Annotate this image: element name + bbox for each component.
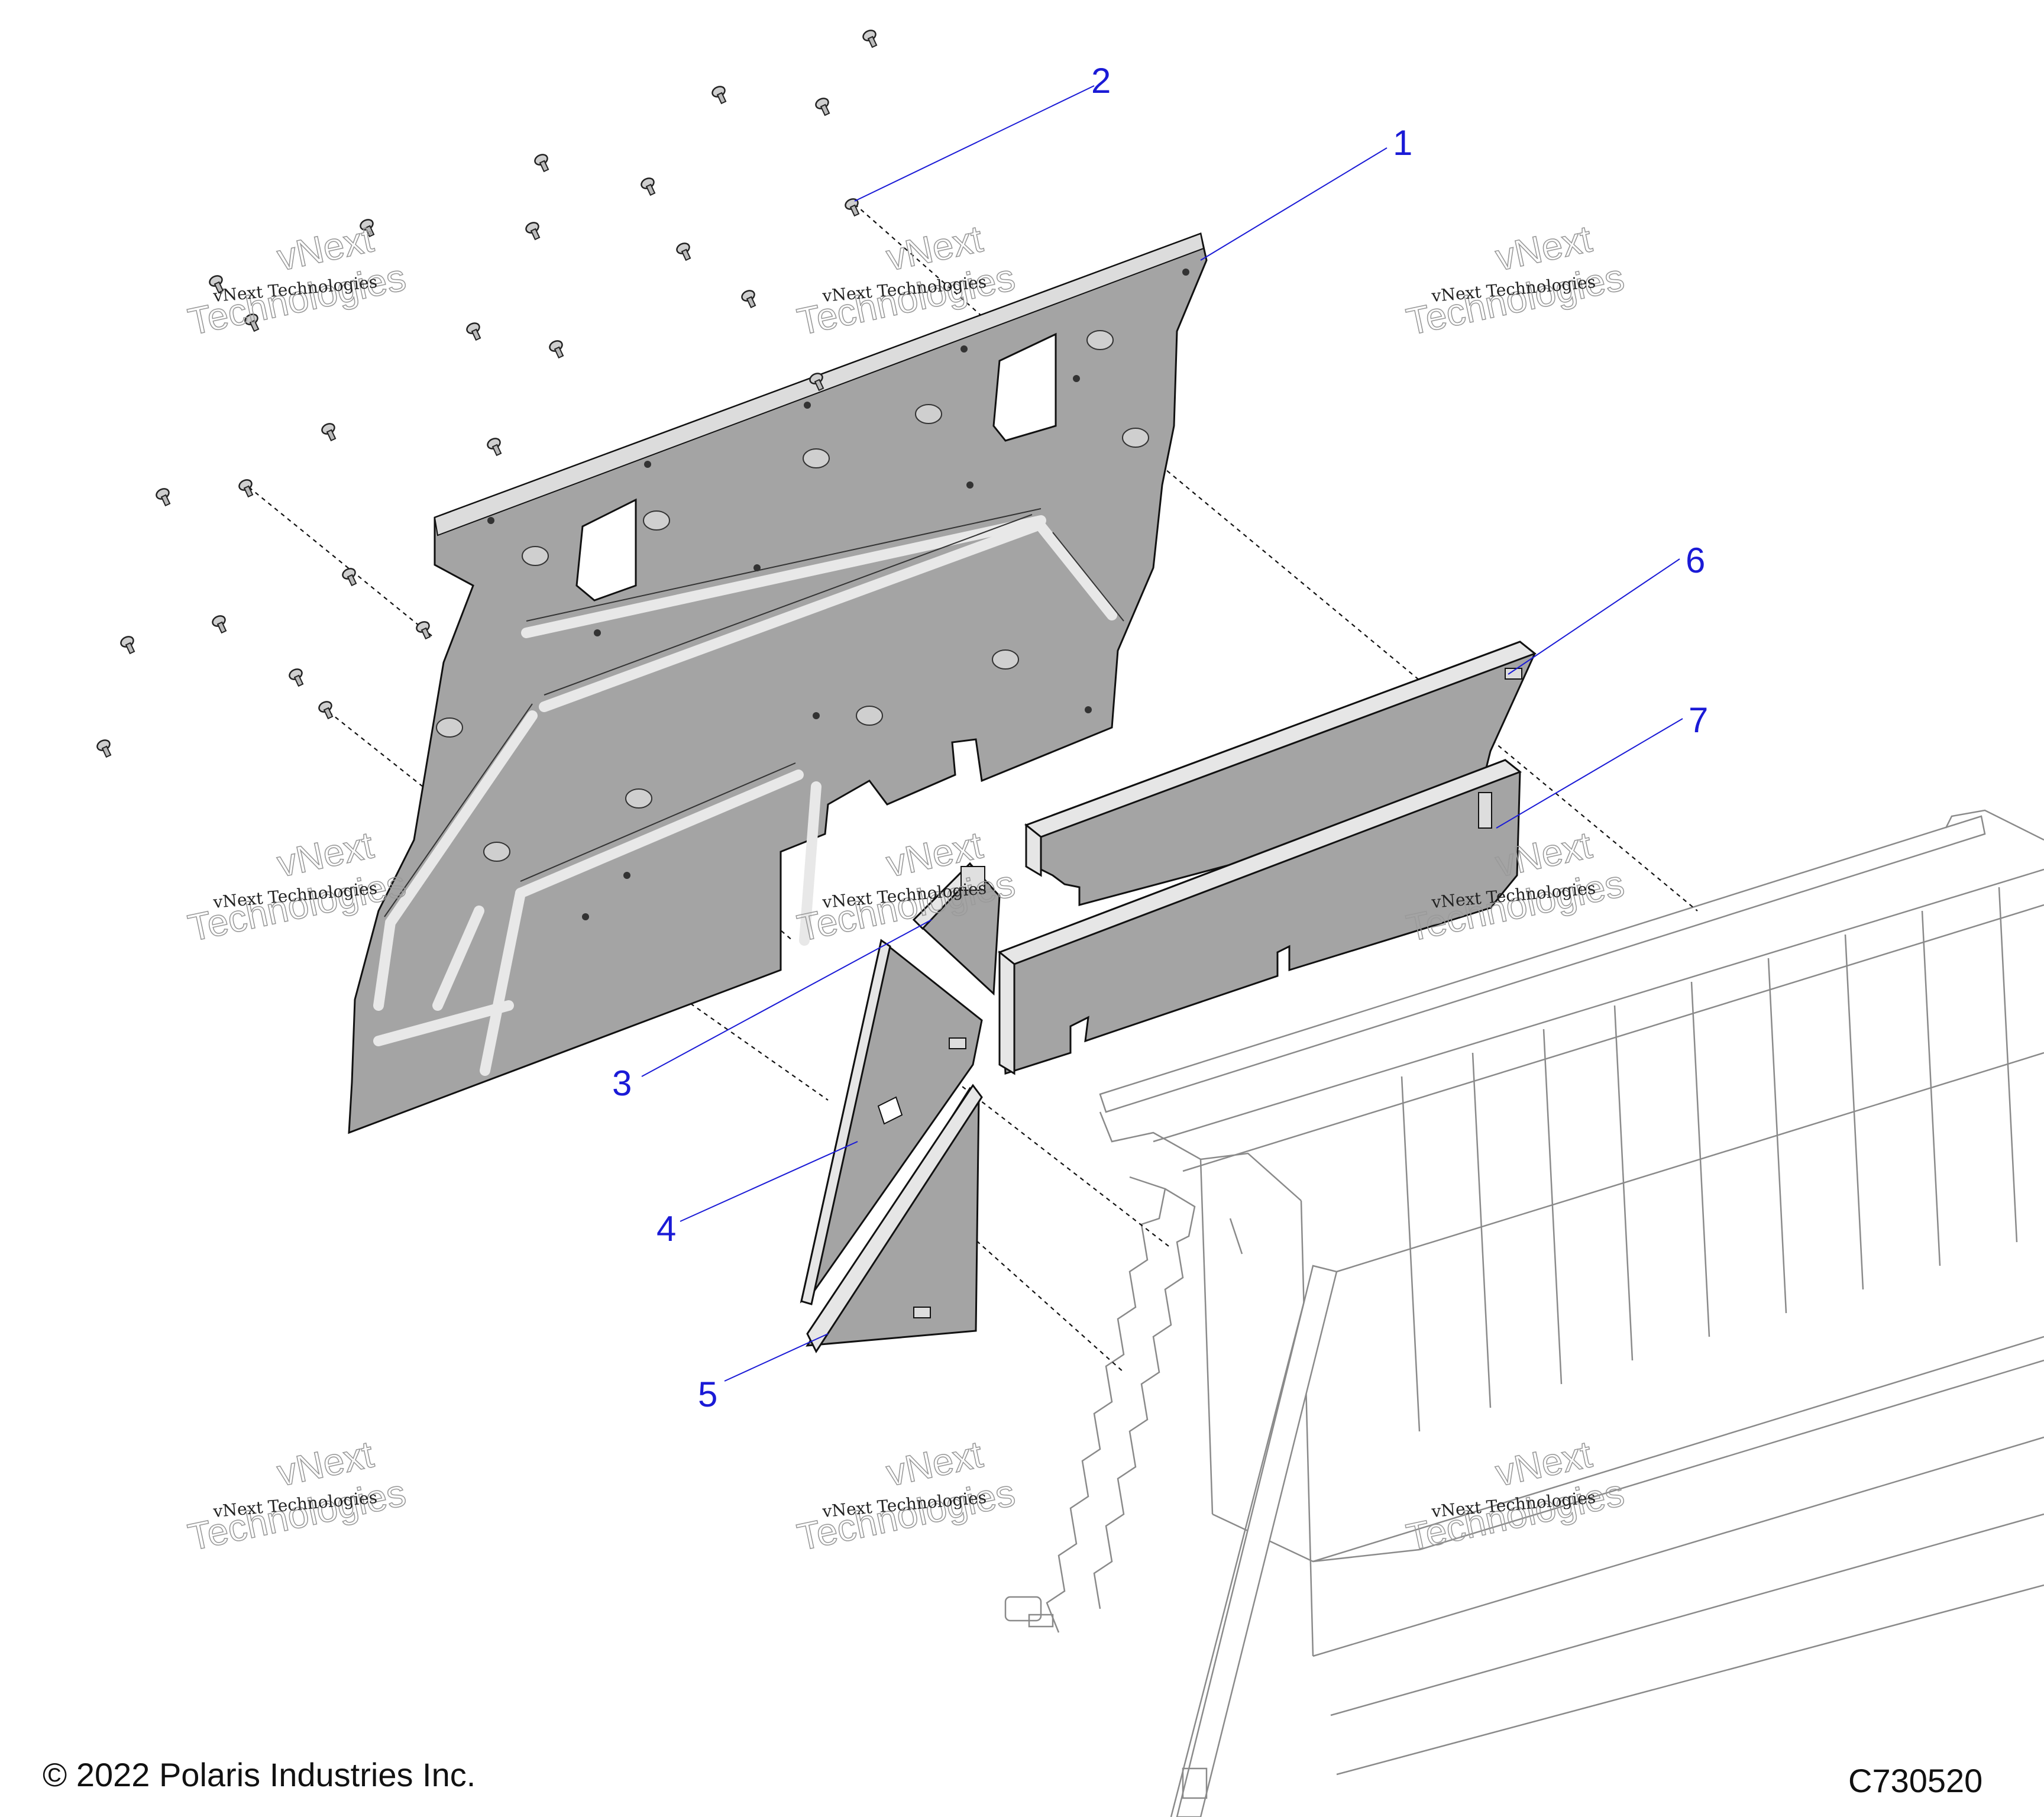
screw-icon xyxy=(209,275,224,294)
copyright-text: © 2022 Polaris Industries Inc. xyxy=(43,1756,476,1793)
part-7-pad xyxy=(998,759,1522,1075)
screw-icon xyxy=(815,98,830,117)
part-6-pad xyxy=(1024,641,1537,906)
part-2-screws xyxy=(96,30,878,758)
screw-icon xyxy=(342,568,357,587)
screw-icon xyxy=(525,222,541,241)
screw-icon xyxy=(96,739,112,758)
screw-icon xyxy=(289,668,304,687)
screw-icon xyxy=(416,621,431,640)
callout-1: 1 xyxy=(1393,123,1412,163)
screw-icon xyxy=(711,86,727,105)
part-5-pad xyxy=(806,1084,983,1354)
callout-5: 5 xyxy=(698,1375,717,1414)
callout-3: 3 xyxy=(612,1063,632,1103)
screw-icon xyxy=(318,701,334,720)
screw-icon xyxy=(156,488,171,507)
callout-7: 7 xyxy=(1689,700,1708,740)
figure-id: C730520 xyxy=(1848,1762,1983,1799)
screw-icon xyxy=(741,290,756,309)
screw-icon xyxy=(244,313,260,332)
callout-6: 6 xyxy=(1686,541,1705,580)
part-3-pad xyxy=(912,862,1001,996)
screw-icon xyxy=(641,177,656,196)
screw-icon xyxy=(845,198,860,217)
screw-icon xyxy=(212,615,227,634)
screw-icon xyxy=(120,636,135,655)
screw-icon xyxy=(487,438,502,457)
cargo-box-outline xyxy=(1004,809,2044,1817)
screw-icon xyxy=(862,30,878,49)
callout-2: 2 xyxy=(1091,61,1111,101)
screw-icon xyxy=(676,243,691,261)
callout-4: 4 xyxy=(656,1209,676,1249)
part-4-pad xyxy=(800,939,983,1305)
callout-leaders xyxy=(641,85,1683,1382)
screw-icon xyxy=(534,154,549,173)
screw-icon xyxy=(360,219,375,238)
screw-icon xyxy=(809,373,824,392)
screw-icon xyxy=(466,322,481,341)
callout-numbers: 1 2 3 4 5 6 7 xyxy=(612,61,1708,1414)
screw-icon xyxy=(238,479,254,498)
screw-icon xyxy=(549,340,564,359)
screw-icon xyxy=(321,423,337,442)
